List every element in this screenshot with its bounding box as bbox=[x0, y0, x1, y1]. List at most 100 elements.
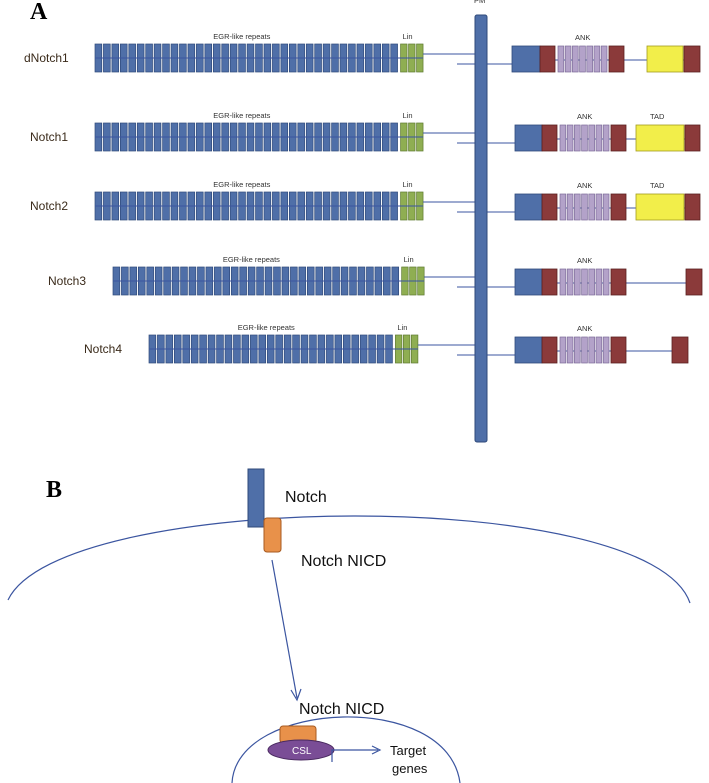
membrane-label: PM bbox=[474, 0, 485, 5]
ank-repeat bbox=[566, 193, 574, 221]
ank-label: ANK bbox=[577, 256, 592, 265]
nicd-nucleus-label: Notch NICD bbox=[299, 701, 384, 718]
panel-b-letter: B bbox=[46, 477, 62, 503]
ank-repeat bbox=[559, 268, 567, 296]
ank-repeat bbox=[566, 268, 574, 296]
lin-label: Lin bbox=[403, 111, 413, 120]
pest-domain bbox=[671, 336, 689, 364]
ank-repeat bbox=[574, 124, 581, 152]
notch-receptor bbox=[247, 468, 265, 528]
protein-row-notch4: Notch4 EGR-like repeats Lin ANK bbox=[84, 323, 689, 364]
nls-domain bbox=[539, 45, 556, 73]
ank-repeat bbox=[586, 45, 593, 73]
egf-label: EGR-like repeats bbox=[213, 180, 270, 189]
panel-b: B Notch Notch NICD Notch NICD CSL Target… bbox=[7, 468, 691, 783]
ank-label: ANK bbox=[577, 112, 592, 121]
ank-repeat bbox=[566, 336, 574, 364]
nucleus-membrane bbox=[231, 716, 461, 783]
ank-repeat bbox=[588, 124, 595, 152]
tad-domain bbox=[635, 193, 685, 221]
ank-repeat bbox=[566, 124, 574, 152]
transcription-arrow bbox=[331, 749, 378, 762]
plasma-membrane bbox=[474, 14, 488, 443]
target-label-line2: genes bbox=[392, 761, 428, 776]
nls-domain bbox=[608, 45, 625, 73]
nls-domain bbox=[541, 124, 558, 152]
ank-repeat bbox=[595, 193, 603, 221]
nls-domain bbox=[610, 268, 627, 296]
protein-row-dnotch1: dNotch1 EGR-like repeats Lin ANK bbox=[24, 32, 701, 73]
ram-domain bbox=[511, 45, 541, 73]
egf-label: EGR-like repeats bbox=[213, 111, 270, 120]
tad-domain bbox=[635, 124, 685, 152]
row-label: Notch1 bbox=[30, 130, 68, 144]
tad-label: TAD bbox=[650, 181, 665, 190]
ank-repeat bbox=[581, 124, 588, 152]
ank-repeat bbox=[581, 268, 588, 296]
ank-repeat bbox=[574, 336, 581, 364]
lin-label: Lin bbox=[403, 32, 413, 41]
ram-domain bbox=[514, 124, 543, 152]
ank-repeat bbox=[581, 336, 588, 364]
ank-repeat bbox=[602, 193, 610, 221]
ank-label: ANK bbox=[577, 324, 592, 333]
pest-domain bbox=[684, 193, 701, 221]
row-label: dNotch1 bbox=[24, 51, 69, 65]
egf-label: EGR-like repeats bbox=[238, 323, 295, 332]
nls-domain bbox=[541, 268, 558, 296]
csl-label: CSL bbox=[292, 746, 312, 757]
cell-membrane bbox=[7, 515, 691, 604]
translocation-arrow bbox=[271, 559, 298, 699]
ank-repeat bbox=[574, 268, 581, 296]
ank-repeat bbox=[574, 193, 581, 221]
ank-repeat bbox=[579, 45, 586, 73]
lin-label: Lin bbox=[404, 255, 414, 264]
target-label-line1: Target bbox=[390, 743, 427, 758]
nls-domain bbox=[610, 336, 627, 364]
transcription-arrow-head bbox=[371, 745, 382, 755]
ank-repeat bbox=[588, 336, 595, 364]
ank-label: ANK bbox=[577, 181, 592, 190]
ank-repeat bbox=[572, 45, 579, 73]
ank-repeat bbox=[595, 336, 603, 364]
ank-repeat bbox=[595, 124, 603, 152]
tad-domain bbox=[646, 45, 684, 73]
row-label: Notch4 bbox=[84, 342, 122, 356]
ank-repeat bbox=[564, 45, 572, 73]
nicd-membrane bbox=[263, 517, 282, 553]
egf-label: EGR-like repeats bbox=[213, 32, 270, 41]
ank-repeat bbox=[559, 124, 567, 152]
pest-domain bbox=[683, 45, 701, 73]
ram-domain bbox=[514, 268, 543, 296]
nls-domain bbox=[610, 193, 627, 221]
ank-repeat bbox=[595, 268, 603, 296]
ank-repeat bbox=[602, 124, 610, 152]
ank-label: ANK bbox=[575, 33, 590, 42]
nls-domain bbox=[541, 336, 558, 364]
ank-repeat bbox=[602, 336, 610, 364]
ank-repeat bbox=[559, 336, 567, 364]
ank-repeat bbox=[602, 268, 610, 296]
tad-label: TAD bbox=[650, 112, 665, 121]
ram-domain bbox=[514, 193, 543, 221]
lin-label: Lin bbox=[397, 323, 407, 332]
ank-repeat bbox=[557, 45, 565, 73]
ank-repeat bbox=[593, 45, 601, 73]
row-label: Notch2 bbox=[30, 199, 68, 213]
nls-domain bbox=[610, 124, 627, 152]
protein-row-notch3: Notch3 EGR-like repeats Lin ANK bbox=[48, 255, 703, 296]
ank-repeat bbox=[559, 193, 567, 221]
pest-domain bbox=[684, 124, 701, 152]
panel-a-letter: A bbox=[30, 0, 48, 25]
ank-repeat bbox=[600, 45, 608, 73]
translocation-arrow-head bbox=[290, 688, 302, 702]
row-label: Notch3 bbox=[48, 274, 86, 288]
ank-repeat bbox=[588, 268, 595, 296]
ank-repeat bbox=[588, 193, 595, 221]
egf-label: EGR-like repeats bbox=[223, 255, 280, 264]
pest-domain bbox=[685, 268, 703, 296]
